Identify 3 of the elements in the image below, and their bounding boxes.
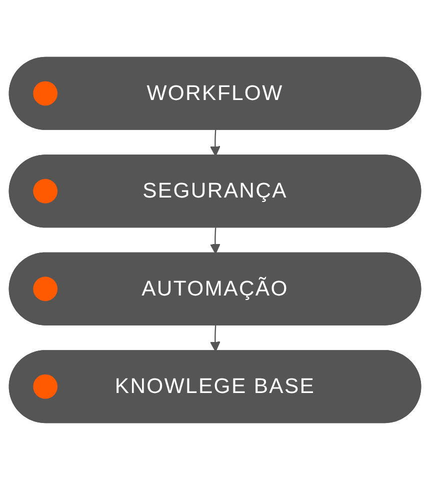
arrow	[210, 228, 220, 254]
arrow	[210, 130, 220, 156]
arrow	[210, 325, 220, 352]
